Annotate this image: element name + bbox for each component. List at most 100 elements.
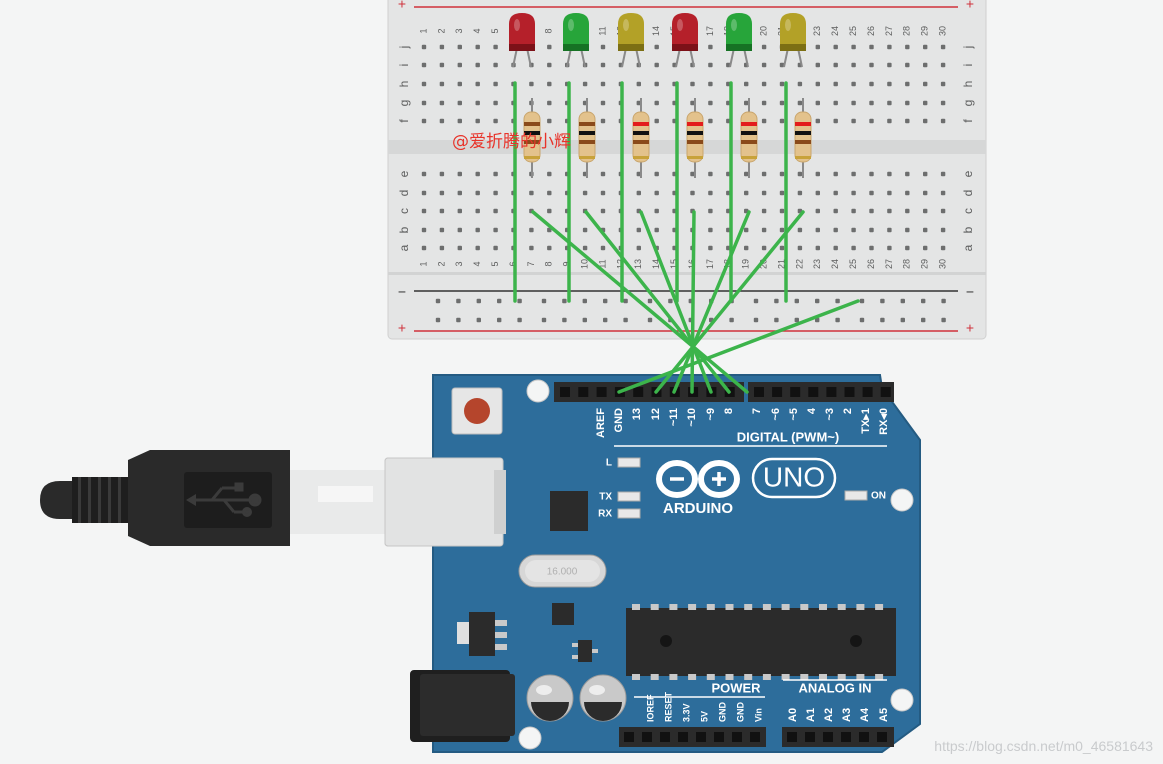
breadboard-hole [708,44,713,50]
column-number-bottom: 23 [812,259,822,269]
resistor-2[interactable] [578,98,596,178]
wire-9[interactable] [584,210,731,394]
header-socket[interactable] [732,732,742,742]
breadboard-hole [456,317,461,323]
breadboard-hole [493,245,498,251]
header-socket[interactable] [859,732,869,742]
header-socket[interactable] [787,732,797,742]
capacitor [526,674,574,722]
wire-11[interactable] [690,210,696,394]
column-number-bottom: 19 [741,259,751,269]
breadboard-hole [815,317,820,323]
led-3[interactable] [618,13,644,68]
header-socket[interactable] [714,732,724,742]
breadboard-hole [923,227,928,233]
header-socket[interactable] [678,732,688,742]
row-letter: d [961,190,975,197]
header-socket[interactable] [696,732,706,742]
breadboard-hole [421,81,427,87]
reset-button[interactable] [451,387,503,435]
breadboard-hole [475,190,480,196]
breadboard-hole [457,100,462,106]
led-4[interactable] [672,13,698,68]
header-socket[interactable] [877,732,887,742]
breadboard-hole [475,100,480,106]
wire-7[interactable] [617,299,860,394]
column-number-bottom: 24 [830,259,840,269]
breadboard-hole [636,100,641,106]
led-1[interactable] [509,13,535,68]
wire-12[interactable] [672,210,751,394]
header-socket[interactable] [823,732,833,742]
breadboard-hole [900,298,905,304]
breadboard-hole [439,245,445,251]
header-socket[interactable] [880,387,891,397]
digital-pin-label: 4 [806,407,818,414]
breadboard-hole [833,190,838,196]
breadboard-hole [421,208,427,214]
header-socket[interactable] [754,387,764,397]
breadboard-hole [794,298,799,304]
header-socket[interactable] [790,387,801,397]
breadboard-hole [457,190,462,196]
breadboard-hole [887,245,892,251]
header-socket[interactable] [633,387,644,397]
resistor-6[interactable] [794,98,812,178]
breadboard-hole [456,298,461,304]
header-socket[interactable] [805,732,815,742]
header-socket[interactable] [578,387,589,397]
resistor-3[interactable] [632,98,650,178]
header-socket[interactable] [750,732,760,742]
breadboard-hole [600,62,606,68]
transistor-chip [572,640,598,662]
header-socket[interactable] [660,732,670,742]
header-socket[interactable] [841,732,851,742]
analog-pin-header[interactable] [782,727,894,747]
header-socket[interactable] [642,732,652,742]
digital-pin-label: 7 [751,408,763,414]
header-socket[interactable] [808,387,819,397]
resistor-5[interactable] [740,98,758,178]
header-socket[interactable] [826,387,837,397]
header-socket[interactable] [862,387,873,397]
row-letter: c [397,208,411,214]
header-socket[interactable] [596,387,607,397]
header-socket[interactable] [772,387,783,397]
header-socket[interactable] [560,387,570,397]
header-socket[interactable] [624,732,634,742]
power-pin-label: 5V [699,711,709,722]
wire-10[interactable] [639,210,713,394]
breadboard-hole [493,190,498,196]
breadboard-hole [475,62,480,68]
power-pin-header[interactable] [619,727,766,747]
analog-pin-label: A3 [841,708,853,722]
breadboard-hole [923,171,928,177]
wire-8[interactable] [531,210,749,394]
usb-b-port[interactable] [384,457,506,547]
dc-power-jack[interactable] [410,670,515,742]
column-number-bottom: 21 [776,259,786,269]
digital-pin-label: ~11 [668,408,680,426]
header-socket[interactable] [844,387,855,397]
breadboard-hole [851,81,856,87]
breadboard-hole [600,44,606,50]
wire-13[interactable] [654,210,805,394]
breadboard-hole [797,190,803,196]
led-6[interactable] [780,13,806,68]
breadboard-hole [833,227,838,233]
row-letter: b [961,226,975,233]
breadboard-hole [797,81,803,87]
led-5[interactable] [726,13,752,68]
breadboard-hole [654,227,659,233]
digital-pin-label: ~5 [788,408,800,421]
column-number-top: 26 [866,26,876,36]
led-2[interactable] [563,13,589,68]
usb-grip-ridges [78,477,121,523]
wires[interactable] [513,81,860,394]
breadboard-hole [457,118,462,124]
resistor-4[interactable] [686,98,704,178]
resistor-1[interactable] [523,98,541,178]
column-number-top: 23 [812,26,822,36]
breadboard-hole [835,298,840,304]
